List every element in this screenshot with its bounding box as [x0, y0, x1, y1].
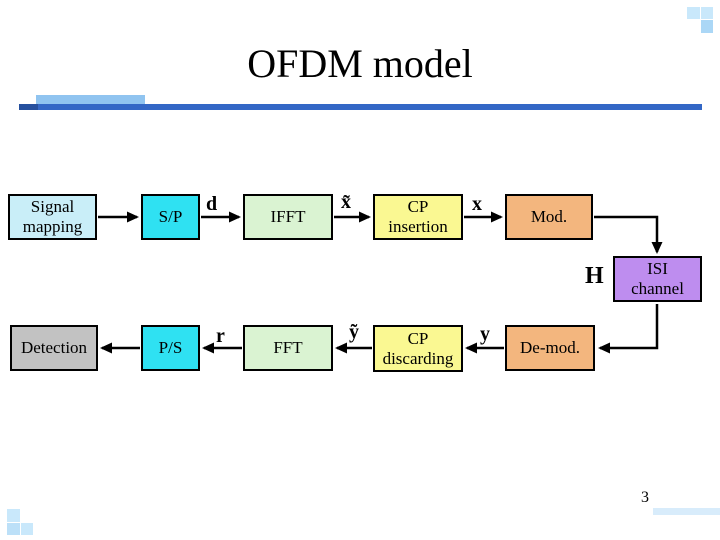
signal-label-H: H [585, 263, 604, 289]
deco-square-top-right-1 [687, 7, 700, 19]
title-accent-rect [36, 95, 145, 106]
signal-label-x-tilde: x̃ [341, 191, 351, 213]
signal-label-d: d [206, 193, 218, 215]
block-ifft: IFFT [243, 194, 333, 240]
block-detection: Detection [10, 325, 98, 371]
block-label: mapping [22, 217, 83, 236]
block-label: channel [631, 279, 684, 298]
signal-label-y: y [480, 323, 490, 345]
title-underline-bar-cap [19, 104, 38, 110]
block-label: CP [407, 328, 429, 348]
block-parallel-to-serial: P/S [141, 325, 200, 371]
block-modulator: Mod. [505, 194, 593, 240]
title-underline-bar [19, 104, 702, 110]
block-label: IFFT [270, 207, 306, 226]
deco-square-bottom-left-3 [21, 523, 33, 535]
block-label: insertion [388, 217, 448, 236]
slide-title: OFDM model [247, 41, 473, 86]
deco-square-top-right-2 [701, 7, 713, 19]
block-label: P/S [158, 338, 183, 357]
deco-square-bottom-left-1 [7, 509, 20, 522]
signal-label-r: r [216, 325, 225, 347]
block-label: De-mod. [520, 338, 580, 357]
block-label: CP [407, 197, 429, 216]
block-label: Signal [30, 197, 75, 216]
block-label: Mod. [530, 207, 568, 226]
block-label: Detection [20, 338, 88, 357]
footer-accent-bar [653, 508, 720, 515]
block-serial-to-parallel: S/P [141, 194, 200, 240]
block-fft: FFT [243, 325, 333, 371]
block-label: ISI [647, 259, 668, 278]
signal-label-y-tilde: ỹ [349, 321, 359, 343]
block-label: FFT [273, 338, 303, 357]
block-label: discarding [382, 348, 454, 368]
deco-square-bottom-left-2 [7, 523, 20, 535]
block-label: S/P [158, 207, 183, 226]
arrow-mod-to-isi [594, 215, 663, 254]
page-number: 3 [641, 489, 649, 506]
arrow-isi-to-demod [598, 304, 659, 354]
deco-square-top-right-3 [701, 20, 713, 33]
block-demodulator: De-mod. [505, 325, 595, 371]
signal-label-x: x [472, 193, 482, 215]
